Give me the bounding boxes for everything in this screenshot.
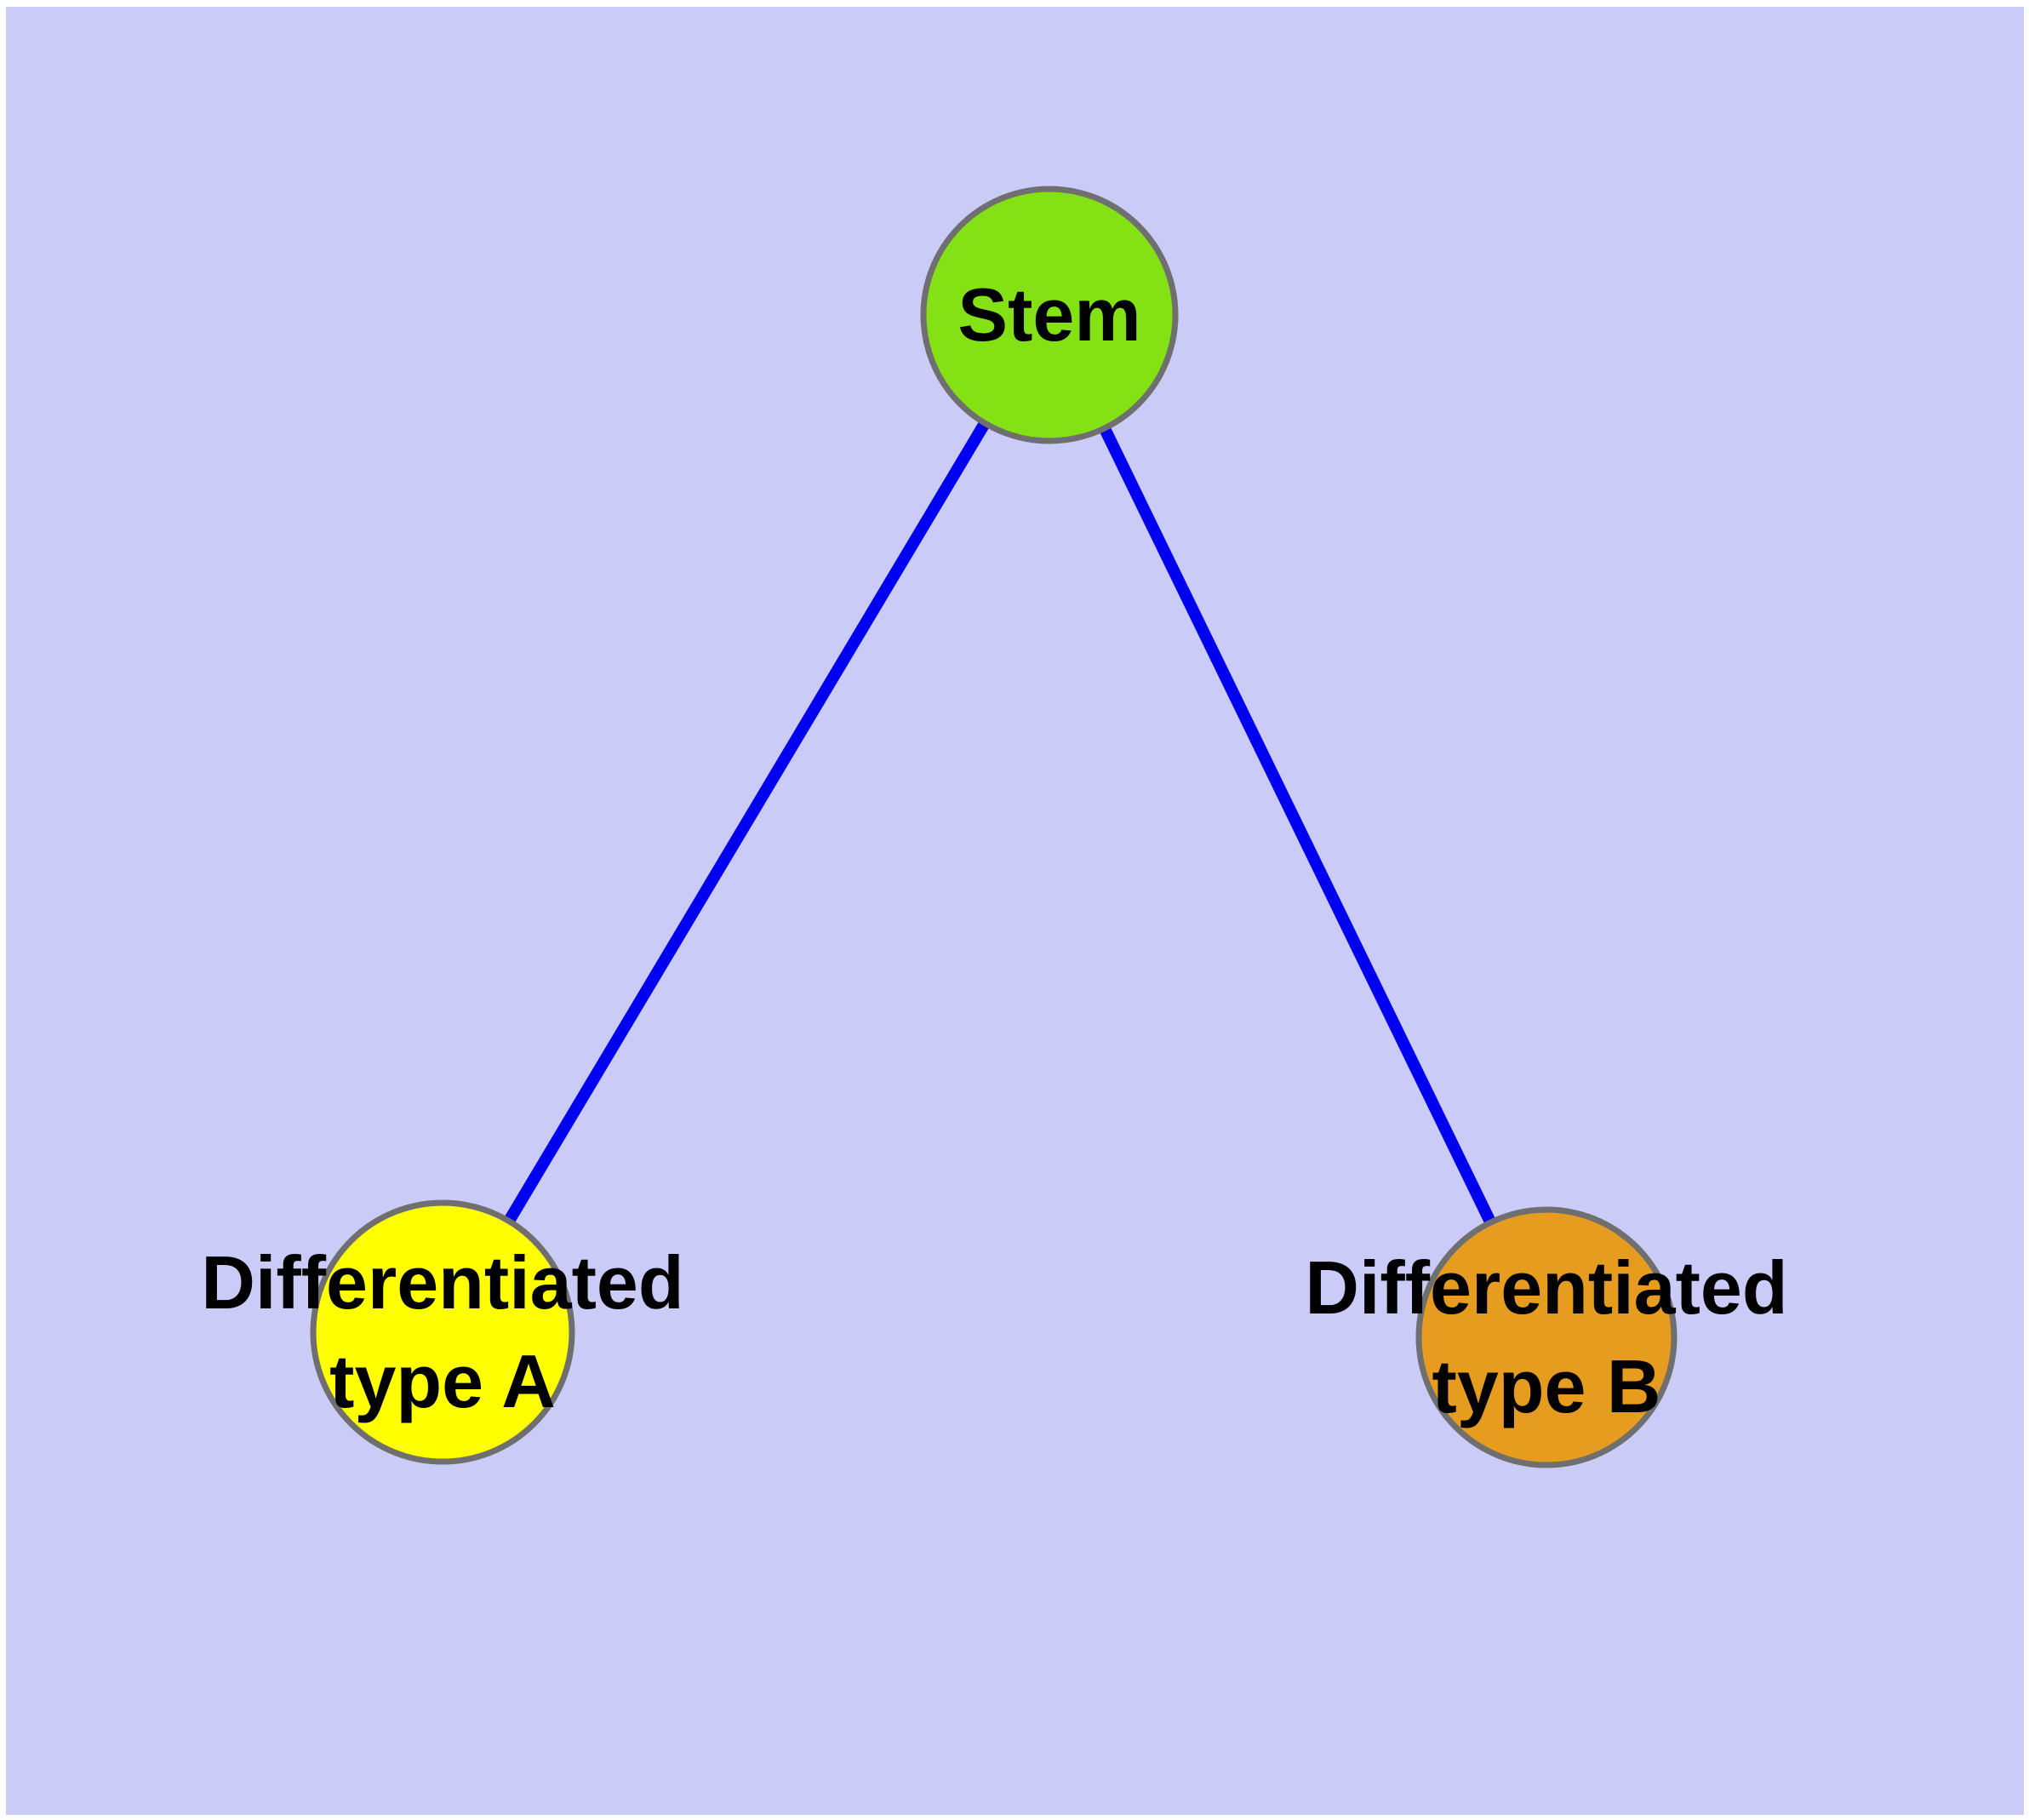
node-label-type-b: Differentiated type B	[1305, 1239, 1787, 1436]
node-type-b	[1415, 1206, 1677, 1468]
edge-stem-to-type-a	[437, 312, 1055, 1336]
node-label-line: type A	[329, 1339, 556, 1423]
node-label-line: type B	[1432, 1344, 1661, 1428]
node-stem	[920, 186, 1179, 444]
node-label-stem: Stem	[957, 266, 1140, 364]
node-label-type-a: Differentiated type A	[201, 1233, 683, 1431]
node-label-line: Stem	[957, 272, 1141, 357]
edge-stem-to-type-b	[1043, 312, 1552, 1341]
node-label-line: Differentiated	[201, 1240, 684, 1325]
node-type-a	[310, 1199, 575, 1465]
node-label-line: Differentiated	[1305, 1245, 1788, 1330]
